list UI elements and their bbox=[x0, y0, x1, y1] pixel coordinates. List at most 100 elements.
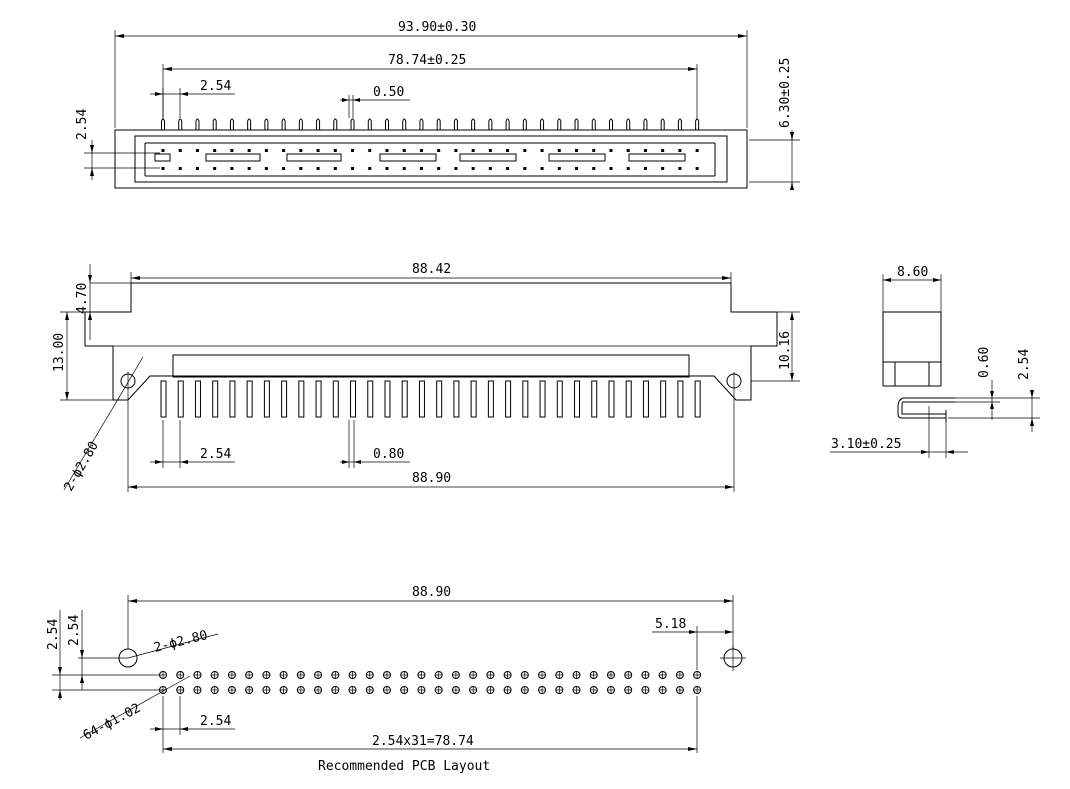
contact-dot bbox=[437, 149, 441, 152]
contact-dot bbox=[609, 149, 613, 152]
contact-dot bbox=[695, 149, 699, 152]
front-view-pin bbox=[574, 380, 581, 418]
contact-dot bbox=[506, 149, 510, 152]
contact-dot bbox=[540, 167, 544, 170]
top-view-pin bbox=[350, 118, 355, 130]
dim-pcb-pitch: 2.54 bbox=[200, 714, 231, 729]
dim-pcb-offset-b: 2.54 bbox=[67, 615, 82, 646]
dim-pin-width-front: 0.80 bbox=[373, 447, 404, 462]
front-view-pin bbox=[660, 380, 667, 418]
top-view-pin bbox=[591, 118, 596, 130]
front-view-pin bbox=[367, 380, 374, 418]
front-view-pin bbox=[522, 380, 529, 418]
front-view-pin bbox=[212, 380, 219, 418]
top-view-pin bbox=[161, 118, 165, 130]
front-view-pin bbox=[453, 380, 460, 418]
top-view-pin bbox=[574, 118, 579, 130]
front-view-pins bbox=[160, 380, 701, 418]
contact-dot bbox=[643, 167, 647, 170]
key-slot bbox=[379, 153, 437, 162]
contact-dot bbox=[264, 149, 268, 152]
contact-dot bbox=[402, 167, 406, 170]
contact-dot bbox=[678, 149, 682, 152]
pcb-caption: Recommended PCB Layout bbox=[318, 759, 490, 774]
dim-depth: 8.60 bbox=[897, 265, 928, 280]
front-view-pin bbox=[505, 380, 512, 418]
top-view-pin bbox=[540, 118, 545, 130]
key-slot bbox=[459, 153, 517, 162]
dim-pcb-offset-a: 2.54 bbox=[46, 619, 61, 650]
contact-dot bbox=[626, 149, 630, 152]
contact-dot bbox=[609, 167, 613, 170]
front-view-pin bbox=[401, 380, 408, 418]
top-view-contact-dots bbox=[161, 149, 699, 170]
top-view-pin bbox=[402, 118, 407, 130]
pcb-layout: 88.90 2.54 2.54 2-ϕ2.80 5.18 64-ϕ1.02 2.… bbox=[46, 585, 746, 774]
top-view-pin bbox=[178, 118, 183, 130]
front-view-pin bbox=[556, 380, 563, 418]
top-view-pin bbox=[367, 118, 372, 130]
top-view-pin bbox=[436, 118, 441, 130]
contact-dot bbox=[316, 149, 320, 152]
side-view-pin bbox=[897, 397, 955, 419]
top-view-pins bbox=[161, 118, 700, 130]
dim-pcb-pin-span: 2.54x31=78.74 bbox=[372, 734, 474, 749]
front-view-pin bbox=[177, 380, 184, 418]
contact-dot bbox=[575, 167, 579, 170]
dim-height-left: 13.00 bbox=[52, 333, 67, 372]
top-view-pin bbox=[471, 118, 476, 130]
key-slot bbox=[548, 153, 606, 162]
contact-dot bbox=[402, 149, 406, 152]
contact-dot bbox=[437, 167, 441, 170]
top-view-pin bbox=[333, 118, 338, 130]
contact-dot bbox=[419, 167, 423, 170]
contact-dot bbox=[385, 167, 389, 170]
contact-dot bbox=[195, 167, 199, 170]
front-view-pin bbox=[229, 380, 236, 418]
top-view-pin bbox=[677, 118, 682, 130]
front-view-pin bbox=[470, 380, 477, 418]
contact-dot bbox=[161, 149, 165, 152]
top-view-pin bbox=[505, 118, 510, 130]
contact-dot bbox=[557, 167, 561, 170]
contact-dot bbox=[488, 167, 492, 170]
front-view-pin bbox=[694, 380, 701, 418]
front-view-pin bbox=[298, 380, 305, 418]
contact-dot bbox=[333, 149, 337, 152]
dim-tail-length: 3.10±0.25 bbox=[831, 437, 901, 452]
front-view-pin bbox=[539, 380, 546, 418]
top-view-pin bbox=[643, 118, 648, 130]
dim-pin-pitch-front: 2.54 bbox=[200, 447, 231, 462]
contact-dot bbox=[592, 149, 596, 152]
contact-dot bbox=[368, 167, 372, 170]
contact-dot bbox=[264, 167, 268, 170]
contact-dot bbox=[678, 167, 682, 170]
contact-dot bbox=[454, 149, 458, 152]
contact-dot bbox=[282, 167, 286, 170]
dim-mount-holes: 2-ϕ2.80 bbox=[61, 439, 101, 494]
top-view-pin bbox=[488, 118, 493, 130]
dim-pcb-hole-span: 88.90 bbox=[412, 585, 451, 600]
contact-dot bbox=[471, 167, 475, 170]
key-slot bbox=[286, 153, 342, 162]
top-view-pin bbox=[384, 118, 389, 130]
contact-dot bbox=[213, 149, 217, 152]
key-slot bbox=[154, 153, 171, 162]
top-view-pin bbox=[660, 118, 665, 130]
top-view-pin bbox=[608, 118, 613, 130]
dim-height: 6.30±0.25 bbox=[778, 58, 793, 128]
top-view-pin bbox=[522, 118, 527, 130]
contact-dot bbox=[178, 167, 182, 170]
top-view-pin bbox=[247, 118, 252, 130]
contact-dot bbox=[471, 149, 475, 152]
dim-pcb-mount-holes: 2-ϕ2.80 bbox=[152, 628, 209, 656]
dim-pin-span: 78.74±0.25 bbox=[388, 53, 466, 68]
front-view-pin bbox=[677, 380, 684, 418]
contact-dot bbox=[213, 167, 217, 170]
contact-dot bbox=[385, 149, 389, 152]
top-view-pin bbox=[316, 118, 321, 130]
contact-dot bbox=[230, 167, 234, 170]
contact-dot bbox=[282, 149, 286, 152]
top-view: 93.90±0.30 78.74±0.25 2.54 0.50 2.54 bbox=[75, 20, 800, 190]
